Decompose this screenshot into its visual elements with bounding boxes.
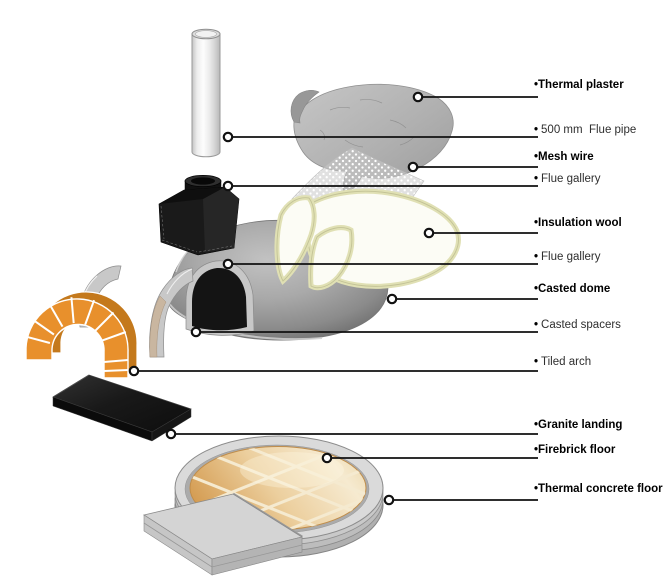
bullet-icon: •: [534, 124, 539, 136]
callout-text: Firebrick floor: [538, 444, 616, 456]
leader-dot-icon: [222, 180, 234, 192]
part-flue-pipe: [191, 28, 221, 158]
leader-dot-icon: [412, 91, 424, 103]
leader-dot-icon: [165, 428, 177, 440]
bullet-icon: •: [534, 444, 539, 456]
callout-text: Insulation wool: [538, 217, 622, 229]
bullet-icon: •: [534, 319, 539, 331]
callout-text: Casted dome: [538, 283, 611, 295]
callout-label: •Thermal plaster: [534, 78, 624, 92]
leader-dot-icon: [190, 326, 202, 338]
callout-label: •Mesh wire: [534, 150, 594, 164]
callout-label: •Casted spacers: [534, 318, 621, 332]
callout-label: •Flue gallery: [534, 172, 600, 186]
leader-layer: [128, 91, 538, 506]
callout-label: •500 mm Flue pipe: [534, 123, 636, 137]
callout-label: •Insulation wool: [534, 216, 622, 230]
leader-dot-icon: [423, 227, 435, 239]
bullet-icon: •: [534, 251, 539, 263]
callout-label: •Granite landing: [534, 418, 622, 432]
callout-label: •Casted dome: [534, 282, 610, 296]
callout-label: •Flue gallery: [534, 250, 600, 264]
leader-dot-icon: [222, 131, 234, 143]
bullet-icon: •: [534, 356, 539, 368]
leader-dot-icon: [321, 452, 333, 464]
leader-dot-icon: [222, 258, 234, 270]
part-base-ledge: [142, 492, 304, 576]
bullet-icon: •: [534, 151, 539, 163]
part-flue-gallery: [158, 175, 240, 256]
leader-dot-icon: [407, 161, 419, 173]
leader-dot-icon: [383, 494, 395, 506]
part-firebrick-floor: [189, 446, 367, 530]
callout-label: •Tiled arch: [534, 355, 591, 369]
bullet-icon: •: [534, 173, 539, 185]
callout-text: Flue gallery: [541, 251, 601, 263]
callout-text: Tiled arch: [541, 356, 592, 368]
leader-dot-icon: [128, 365, 140, 377]
callout-text: Thermal concrete floor: [538, 483, 663, 495]
part-tiled-arch: [24, 291, 138, 379]
bullet-icon: •: [534, 79, 539, 91]
callout-text: Flue gallery: [541, 173, 601, 185]
bullet-icon: •: [534, 217, 539, 229]
callout-text: Mesh wire: [538, 151, 594, 163]
bullet-icon: •: [534, 283, 539, 295]
part-granite-landing: [52, 374, 192, 442]
bullet-icon: •: [534, 483, 539, 495]
callout-label: •Thermal concrete floor: [534, 482, 663, 496]
bullet-icon: •: [534, 419, 539, 431]
callout-text: Thermal plaster: [538, 79, 624, 91]
callout-label: •Firebrick floor: [534, 443, 615, 457]
callout-text: Casted spacers: [541, 319, 621, 331]
leader-dot-icon: [386, 293, 398, 305]
part-insulation-wool: [274, 188, 461, 291]
callout-text: Granite landing: [538, 419, 623, 431]
callout-text: 500 mm Flue pipe: [541, 124, 637, 136]
